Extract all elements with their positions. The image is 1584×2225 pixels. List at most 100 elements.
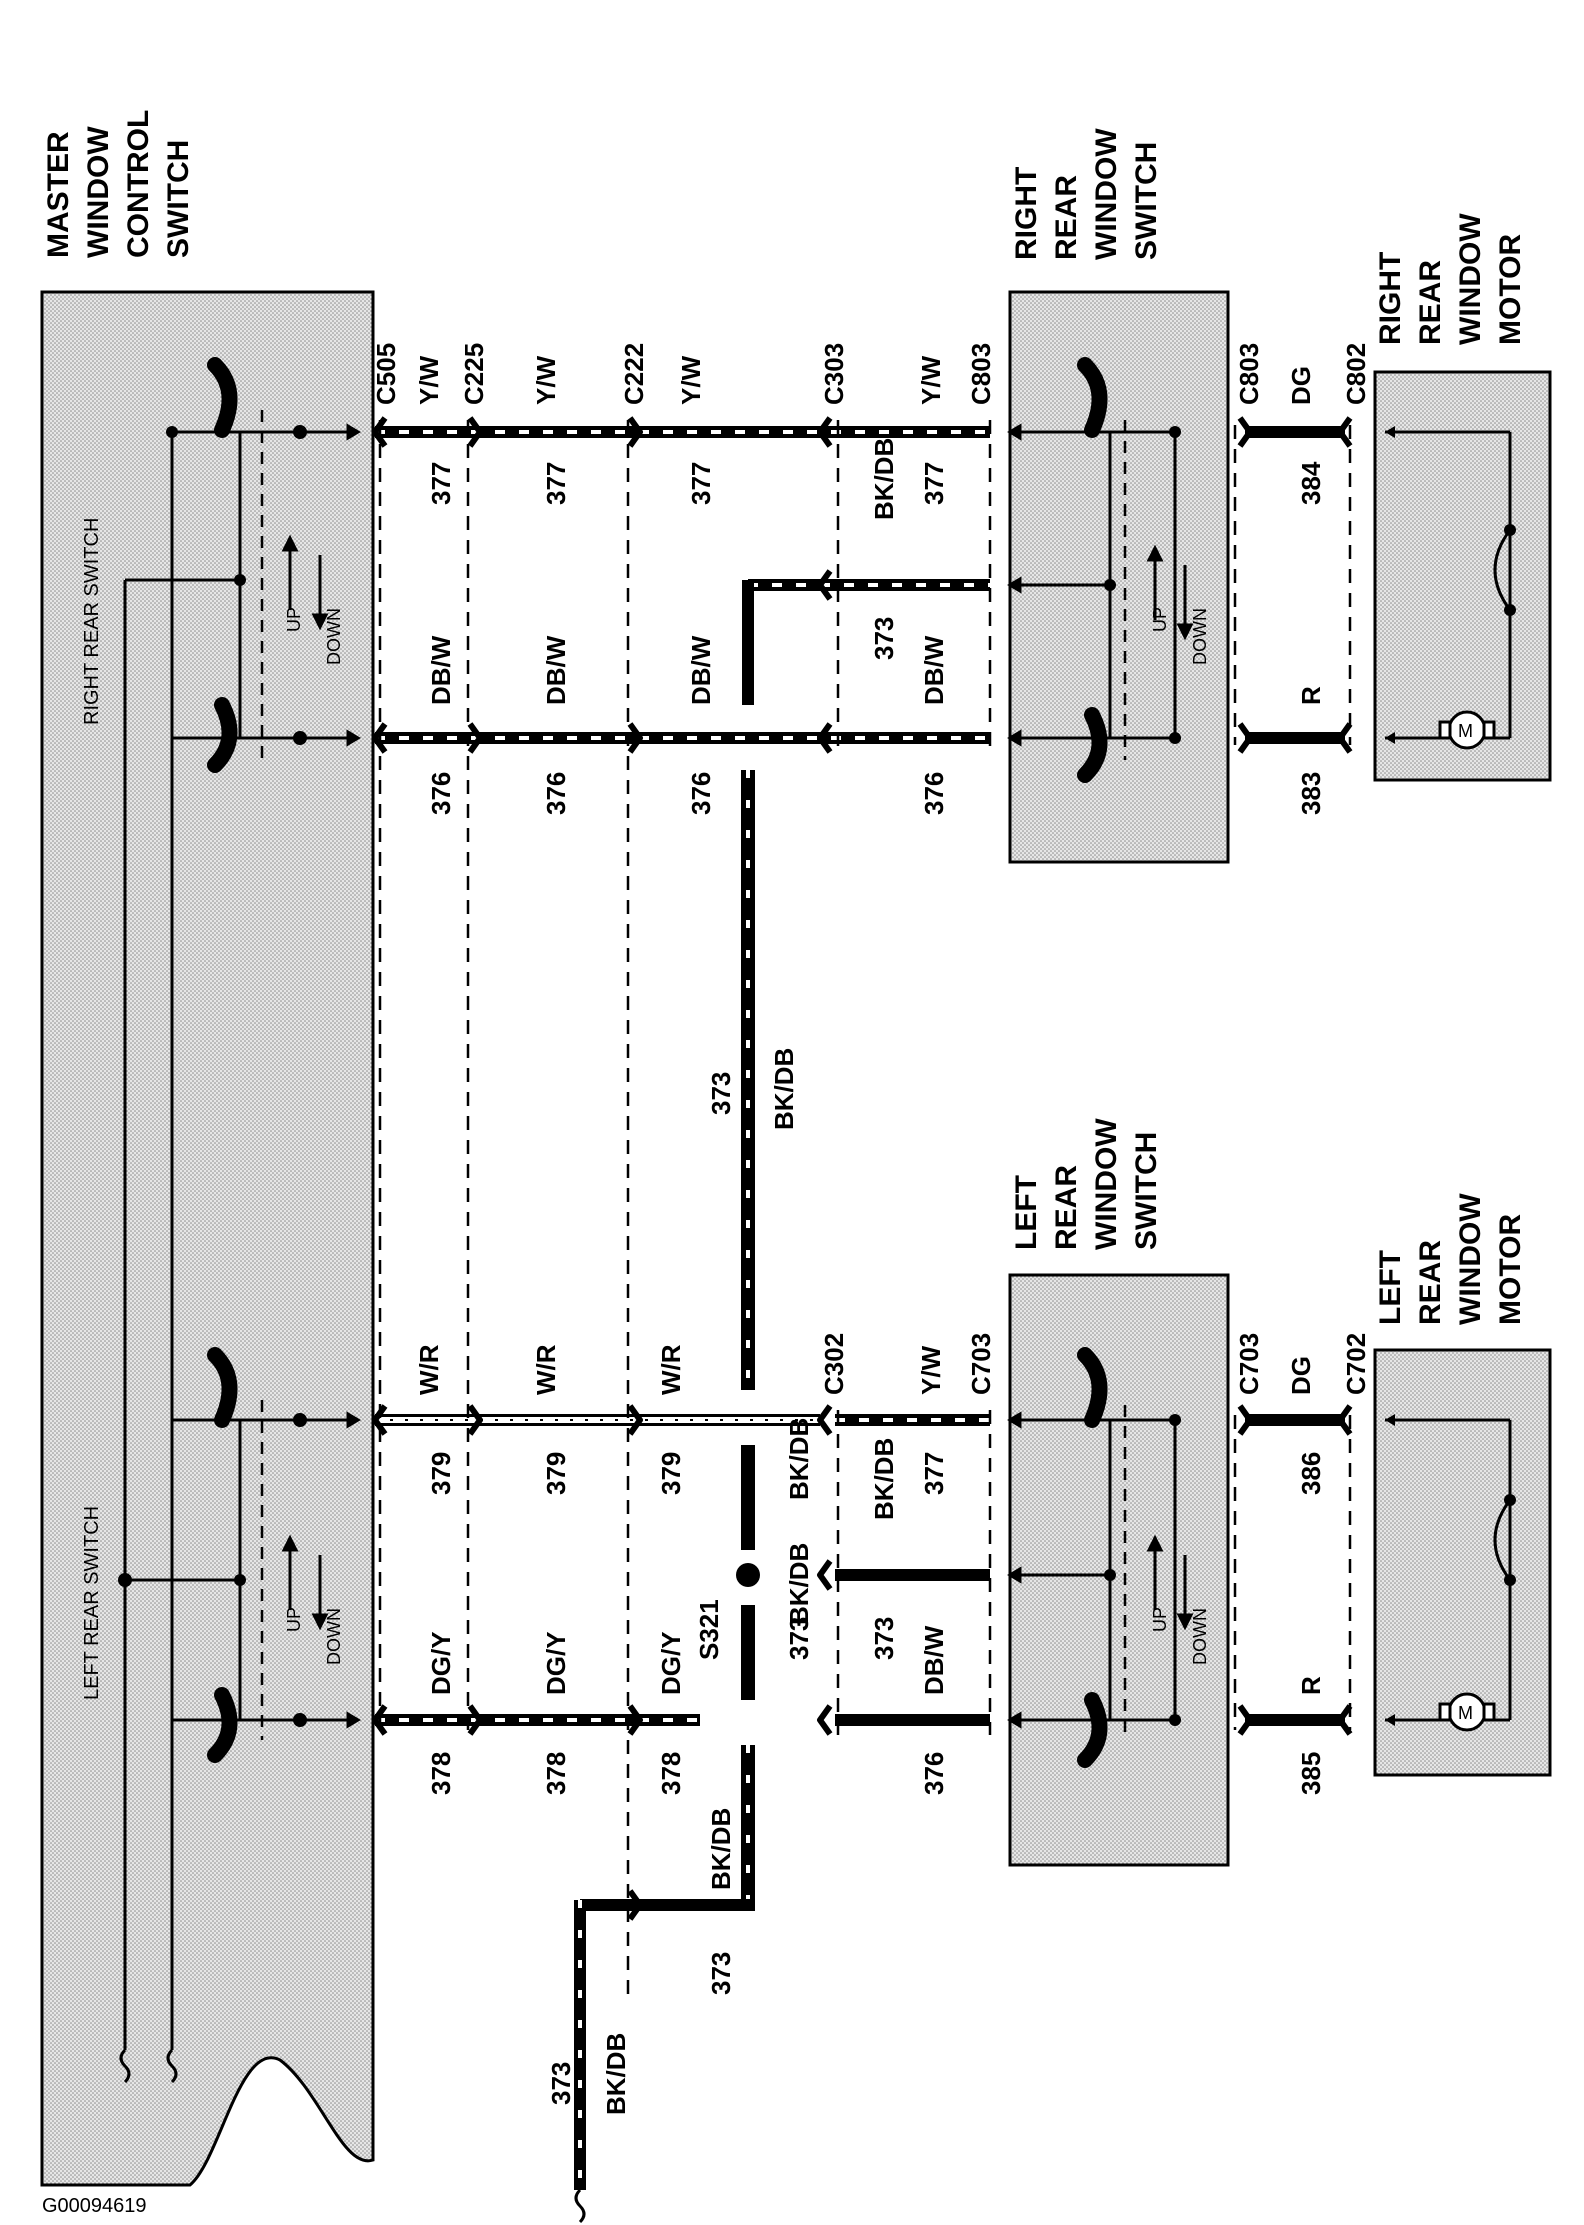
rr-motor-title-line4: MOTOR	[1494, 234, 1527, 345]
label-bkdb-exit: BK/DB	[601, 2033, 631, 2115]
master-title-line2: WINDOW	[82, 126, 115, 258]
rr-switch-title-line4: SWITCH	[1130, 142, 1163, 260]
label-dg-rr: DG	[1286, 366, 1316, 405]
label-379-1: 379	[426, 1452, 456, 1495]
splice-s321-label: S321	[694, 1599, 724, 1660]
master-up-label-rr: UP	[284, 607, 304, 632]
rr-motor-contacts	[1385, 426, 1516, 744]
label-376-lr: 376	[919, 1752, 949, 1795]
master-updown-arrows	[281, 534, 329, 1631]
rr-motor-wires	[1245, 426, 1345, 744]
master-down-label-lr: DOWN	[324, 1608, 344, 1665]
connector-c703-right: C703	[1234, 1333, 1264, 1395]
connector-c505: C505	[371, 343, 401, 405]
lr-motor-chevrons	[1237, 1404, 1353, 1736]
label-wr-3: W/R	[656, 1344, 686, 1395]
label-376-1: 376	[426, 772, 456, 815]
label-dbw-1: DB/W	[426, 635, 456, 705]
connector-c702: C702	[1341, 1333, 1371, 1395]
connector-dashes	[378, 420, 1352, 2000]
master-title: MASTER WINDOW CONTROL SWITCH	[42, 110, 195, 258]
wire-labels-lower: W/R W/R W/R Y/W 379 379 379 BK/DB BK/DB …	[414, 1344, 1326, 2115]
lr-switch-body	[1008, 1273, 1230, 1867]
label-373-c303: 373	[869, 617, 899, 660]
rr-up-label: UP	[1150, 607, 1170, 632]
figure-id: G00094619	[42, 2195, 147, 2217]
label-yw-4: Y/W	[916, 355, 946, 405]
lr-motor-contacts	[1385, 1414, 1516, 1726]
label-378-1: 378	[426, 1752, 456, 1795]
label-yw-2: Y/W	[531, 355, 561, 405]
lr-motor-wires	[1245, 1414, 1345, 1726]
lr-motor-title-line2: REAR	[1414, 1240, 1447, 1325]
label-bkdb-c302: BK/DB	[784, 1418, 814, 1500]
label-dbw-2: DB/W	[541, 635, 571, 705]
lr-motor-title-line4: MOTOR	[1494, 1214, 1527, 1325]
wire-373-trunk	[574, 770, 755, 2190]
lr-motor-internals	[1385, 1418, 1512, 1732]
label-bkdb-lower: BK/DB	[706, 1808, 736, 1890]
label-378-3: 378	[656, 1752, 686, 1795]
connector-c302: C302	[819, 1333, 849, 1395]
rr-switch-contacts	[1104, 426, 1181, 744]
label-373-lower: 373	[706, 1952, 736, 1995]
rr-motor-title: RIGHT REAR WINDOW MOTOR	[1374, 213, 1527, 345]
label-376-3: 376	[686, 772, 716, 815]
rr-motor-title-line2: REAR	[1414, 260, 1447, 345]
label-r-rr: R	[1296, 686, 1326, 705]
lr-motor-title-line3: WINDOW	[1454, 1193, 1487, 1325]
master-break-squiggles	[119, 2048, 178, 2084]
wire-373-upper-branch	[742, 579, 990, 705]
master-switch-blades	[207, 357, 238, 1763]
label-dbw-4: DB/W	[919, 635, 949, 705]
connector-c303: C303	[819, 343, 849, 405]
lr-switch-title-line1: LEFT	[1010, 1175, 1043, 1250]
rr-motor-title-line3: WINDOW	[1454, 213, 1487, 345]
label-385: 385	[1296, 1752, 1326, 1795]
label-dgy-3: DG/Y	[656, 1631, 686, 1695]
rr-switch-title: RIGHT REAR WINDOW SWITCH	[1010, 128, 1163, 260]
splice-s321	[736, 1563, 760, 1587]
lr-switch-title-line4: SWITCH	[1130, 1132, 1163, 1250]
rr-motor-m: M	[1458, 721, 1473, 741]
lr-switch-title-line3: WINDOW	[1090, 1118, 1123, 1250]
lr-switch-arrows	[1007, 1411, 1194, 1729]
label-377-3: 377	[686, 462, 716, 505]
master-title-line4: SWITCH	[162, 140, 195, 258]
rr-switch-title-line1: RIGHT	[1010, 167, 1043, 260]
label-379-2: 379	[541, 1452, 571, 1495]
label-373-lr: 373	[869, 1617, 899, 1660]
wire-labels-upper: Y/W Y/W Y/W Y/W 377 377 377 377 BK/DB DB…	[414, 355, 1326, 1130]
lr-switch-title: LEFT REAR WINDOW SWITCH	[1010, 1118, 1163, 1250]
label-bkdb-s321: BK/DB	[784, 1543, 814, 1625]
connector-c225: C225	[459, 343, 489, 405]
label-377-2: 377	[541, 462, 571, 505]
rr-switch-blades	[1077, 357, 1108, 783]
connector-c803-right: C803	[1234, 343, 1264, 405]
label-yw-3: Y/W	[676, 355, 706, 405]
label-373-trunk: 373	[706, 1072, 736, 1115]
label-bkdb-c303: BK/DB	[869, 438, 899, 520]
label-377-4: 377	[919, 462, 949, 505]
rr-switch-title-line2: REAR	[1050, 175, 1083, 260]
lr-down-label: DOWN	[1190, 1608, 1210, 1665]
rr-switch-arrows	[1007, 423, 1194, 747]
lr-switch-contacts	[1104, 1414, 1181, 1726]
label-dbw-3: DB/W	[686, 635, 716, 705]
label-wr-1: W/R	[414, 1344, 444, 1395]
label-384: 384	[1296, 461, 1326, 505]
master-pointer-arrows	[300, 423, 361, 1729]
label-bkdb-trunk: BK/DB	[769, 1048, 799, 1130]
rr-switch-body	[1008, 290, 1230, 864]
lr-motor-title-line1: LEFT	[1374, 1250, 1407, 1325]
label-373-s321: 373	[784, 1617, 814, 1660]
label-dgy-2: DG/Y	[541, 1631, 571, 1695]
master-up-label-lr: UP	[284, 1607, 304, 1632]
right-rear-switch-label: RIGHT REAR SWITCH	[81, 518, 103, 725]
label-379-3: 379	[656, 1452, 686, 1495]
rr-motor-title-line1: RIGHT	[1374, 252, 1407, 345]
label-yw-1: Y/W	[414, 355, 444, 405]
lr-up-label: UP	[1150, 1607, 1170, 1632]
rr-motor-chevrons	[1237, 416, 1353, 754]
